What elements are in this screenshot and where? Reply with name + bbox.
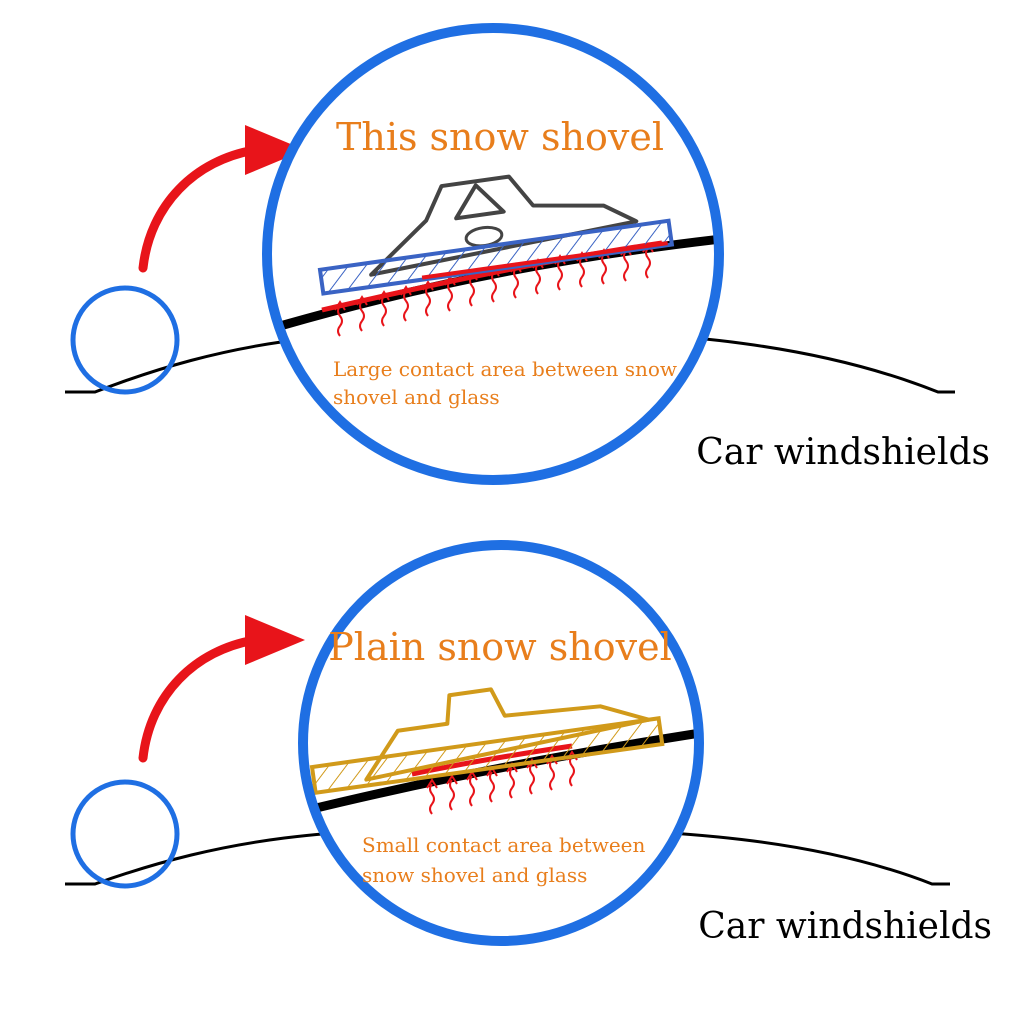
panel-caption-top-line1: Large contact area between snow xyxy=(333,357,677,381)
good-shovel-handle xyxy=(369,174,639,277)
panel-caption-top-line2: shovel and glass xyxy=(333,385,500,409)
small-magnifier-ring-top xyxy=(70,285,180,395)
good-shovel-grip xyxy=(454,183,506,221)
zoom-ring-bottom xyxy=(298,540,704,946)
zoom-ring-top xyxy=(262,23,724,485)
good-shovel xyxy=(317,174,675,296)
magnify-arrow-top xyxy=(138,145,260,273)
windshield-label-bottom: Car windshields xyxy=(698,906,992,947)
panel-caption-bottom-line1: Small contact area between xyxy=(362,833,645,857)
plain-shovel-blade xyxy=(309,716,665,796)
plain-shovel-handle xyxy=(364,687,651,782)
small-magnifier-ring-bottom xyxy=(70,779,180,889)
arrow-head-bottom xyxy=(245,615,305,665)
panel-bottom: Plain snow shovel Small contact area bet… xyxy=(65,540,992,947)
arrow-head-top xyxy=(245,125,305,175)
panel-top: This snow shovel Large contact area betw… xyxy=(65,23,990,485)
magnify-arrow-bottom xyxy=(138,635,260,763)
windshield-label-top: Car windshields xyxy=(696,432,990,473)
plain-shovel xyxy=(309,687,665,796)
panel-title-top: This snow shovel xyxy=(336,115,664,159)
panel-title-bottom: Plain snow shovel xyxy=(328,625,672,669)
panel-caption-bottom-line2: snow shovel and glass xyxy=(362,863,587,887)
